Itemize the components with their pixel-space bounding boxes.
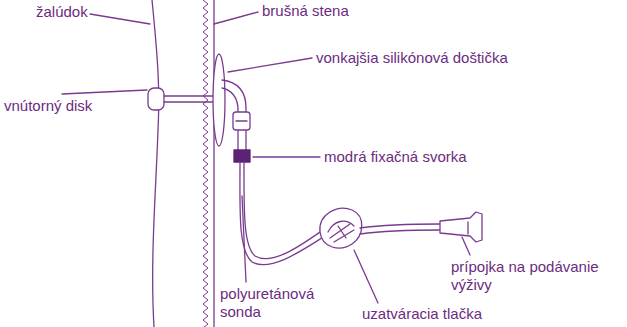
external-plate bbox=[213, 54, 225, 146]
part-label: vonkajšia silikónová doštička bbox=[316, 49, 508, 67]
leader-line bbox=[62, 90, 147, 94]
leader-line bbox=[228, 58, 312, 72]
part-label: vnútorný disk bbox=[4, 97, 92, 115]
part-label: polyuretánová sonda bbox=[220, 285, 330, 321]
closing-clamp bbox=[320, 208, 362, 248]
tube-wall bbox=[164, 101, 216, 102]
holder-clip bbox=[233, 112, 250, 130]
part-label: modrá fixačná svorka bbox=[324, 148, 467, 166]
part-label: brušná stena bbox=[262, 2, 349, 20]
feeding-connector bbox=[440, 212, 482, 242]
leader-line bbox=[90, 14, 150, 24]
part-label: uzatváracia tlačka bbox=[362, 305, 482, 323]
part-label: prípojka na podávanie výživy bbox=[451, 258, 601, 294]
inner-disk bbox=[148, 88, 164, 110]
tube bbox=[360, 224, 440, 228]
leader-line bbox=[214, 12, 258, 24]
abdominal-wall bbox=[200, 0, 210, 327]
fixation-clamp bbox=[234, 150, 250, 162]
stomach-wall bbox=[152, 0, 159, 327]
tube bbox=[240, 162, 325, 265]
abdominal-wall-edge bbox=[213, 0, 214, 327]
leader-line bbox=[242, 196, 246, 282]
leader-line bbox=[253, 156, 320, 157]
part-label: žalúdok bbox=[36, 3, 88, 21]
tube bbox=[360, 230, 440, 234]
leader-line bbox=[354, 250, 378, 303]
tube bbox=[244, 162, 323, 259]
leader-line bbox=[462, 237, 470, 255]
tube-wall bbox=[164, 95, 216, 96]
